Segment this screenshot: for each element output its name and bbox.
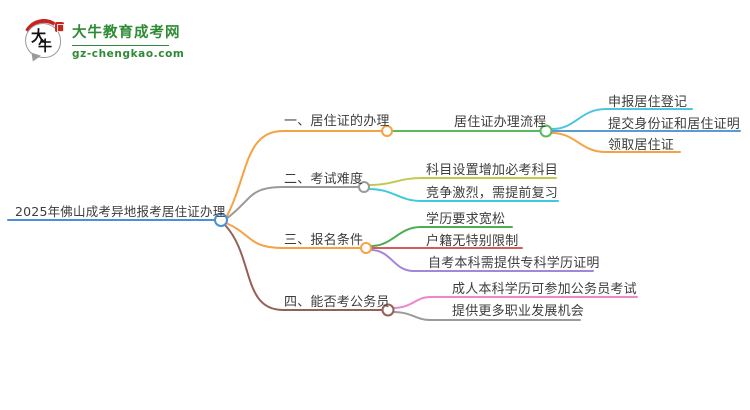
logo-char-niu: 牛: [38, 39, 52, 55]
logo-title: 大牛教育成考网: [72, 25, 181, 41]
leaf-competition-label: 竞争激烈，需提前复习: [426, 186, 559, 201]
logo-domain: gz-chengkao.com: [72, 48, 185, 60]
leaf-civil-exam-line: [392, 296, 638, 309]
leaf-declare-residence-line: [551, 108, 693, 130]
branch-2-connector: [225, 186, 284, 220]
logo-char-da: 大: [31, 27, 47, 45]
branch-4-node-circle: [381, 303, 395, 317]
branch-1-connector: [226, 130, 284, 217]
branch-2-label: 二、考试难度: [284, 172, 364, 187]
leaf-civil-exam-label: 成人本科学历可参加公务员考试: [452, 282, 637, 297]
leaf-collect-permit-label: 领取居住证: [608, 138, 675, 153]
leaf-hukou-label: 户籍无特别限制: [426, 234, 519, 249]
leaf-career-line: [392, 311, 581, 321]
leaf-collect-permit-line: [551, 132, 681, 153]
leaf-zikao-label: 自考本科需提供专科学历证明: [428, 256, 600, 271]
leaf-declare-residence-label: 申报居住登记: [608, 95, 688, 110]
leaf-submit-id-label: 提交身份证和居住证明: [608, 117, 741, 132]
leaf-education-line: [370, 226, 513, 247]
flow-node-circle: [539, 124, 553, 138]
leaf-education-label: 学历要求宽松: [426, 212, 506, 227]
branch-4-connector: [224, 224, 284, 311]
logo-red-seal-icon: [55, 22, 64, 32]
logo-bubble-icon: 大 牛: [18, 14, 69, 64]
logo-divider: [72, 45, 169, 46]
central-node-circle: [214, 213, 228, 227]
leaf-career-label: 提供更多职业发展机会: [452, 304, 585, 319]
site-logo[interactable]: 大 牛 大牛教育成考网 gz-chengkao.com: [18, 14, 185, 64]
leaf-subjects-label: 科目设置增加必考科目: [426, 163, 559, 178]
branch-3-connector: [225, 222, 284, 249]
branch-4-label: 四、能否考公务员: [284, 295, 390, 310]
leaf-subjects-line: [368, 177, 557, 186]
leaf-competition-line: [368, 188, 559, 202]
branch-2-node-circle: [358, 181, 370, 193]
central-topic-label: 2025年佛山成考异地报考居住证办理: [15, 204, 226, 219]
leaf-zikao-line: [370, 249, 594, 272]
flow-node-label: 居住证办理流程: [454, 115, 547, 130]
branch-1-label: 一、居住证的办理: [284, 114, 390, 129]
branch-1-node-circle: [381, 125, 393, 137]
branch-3-node-circle: [360, 242, 372, 254]
branch-3-label: 三、报名条件: [284, 233, 364, 248]
